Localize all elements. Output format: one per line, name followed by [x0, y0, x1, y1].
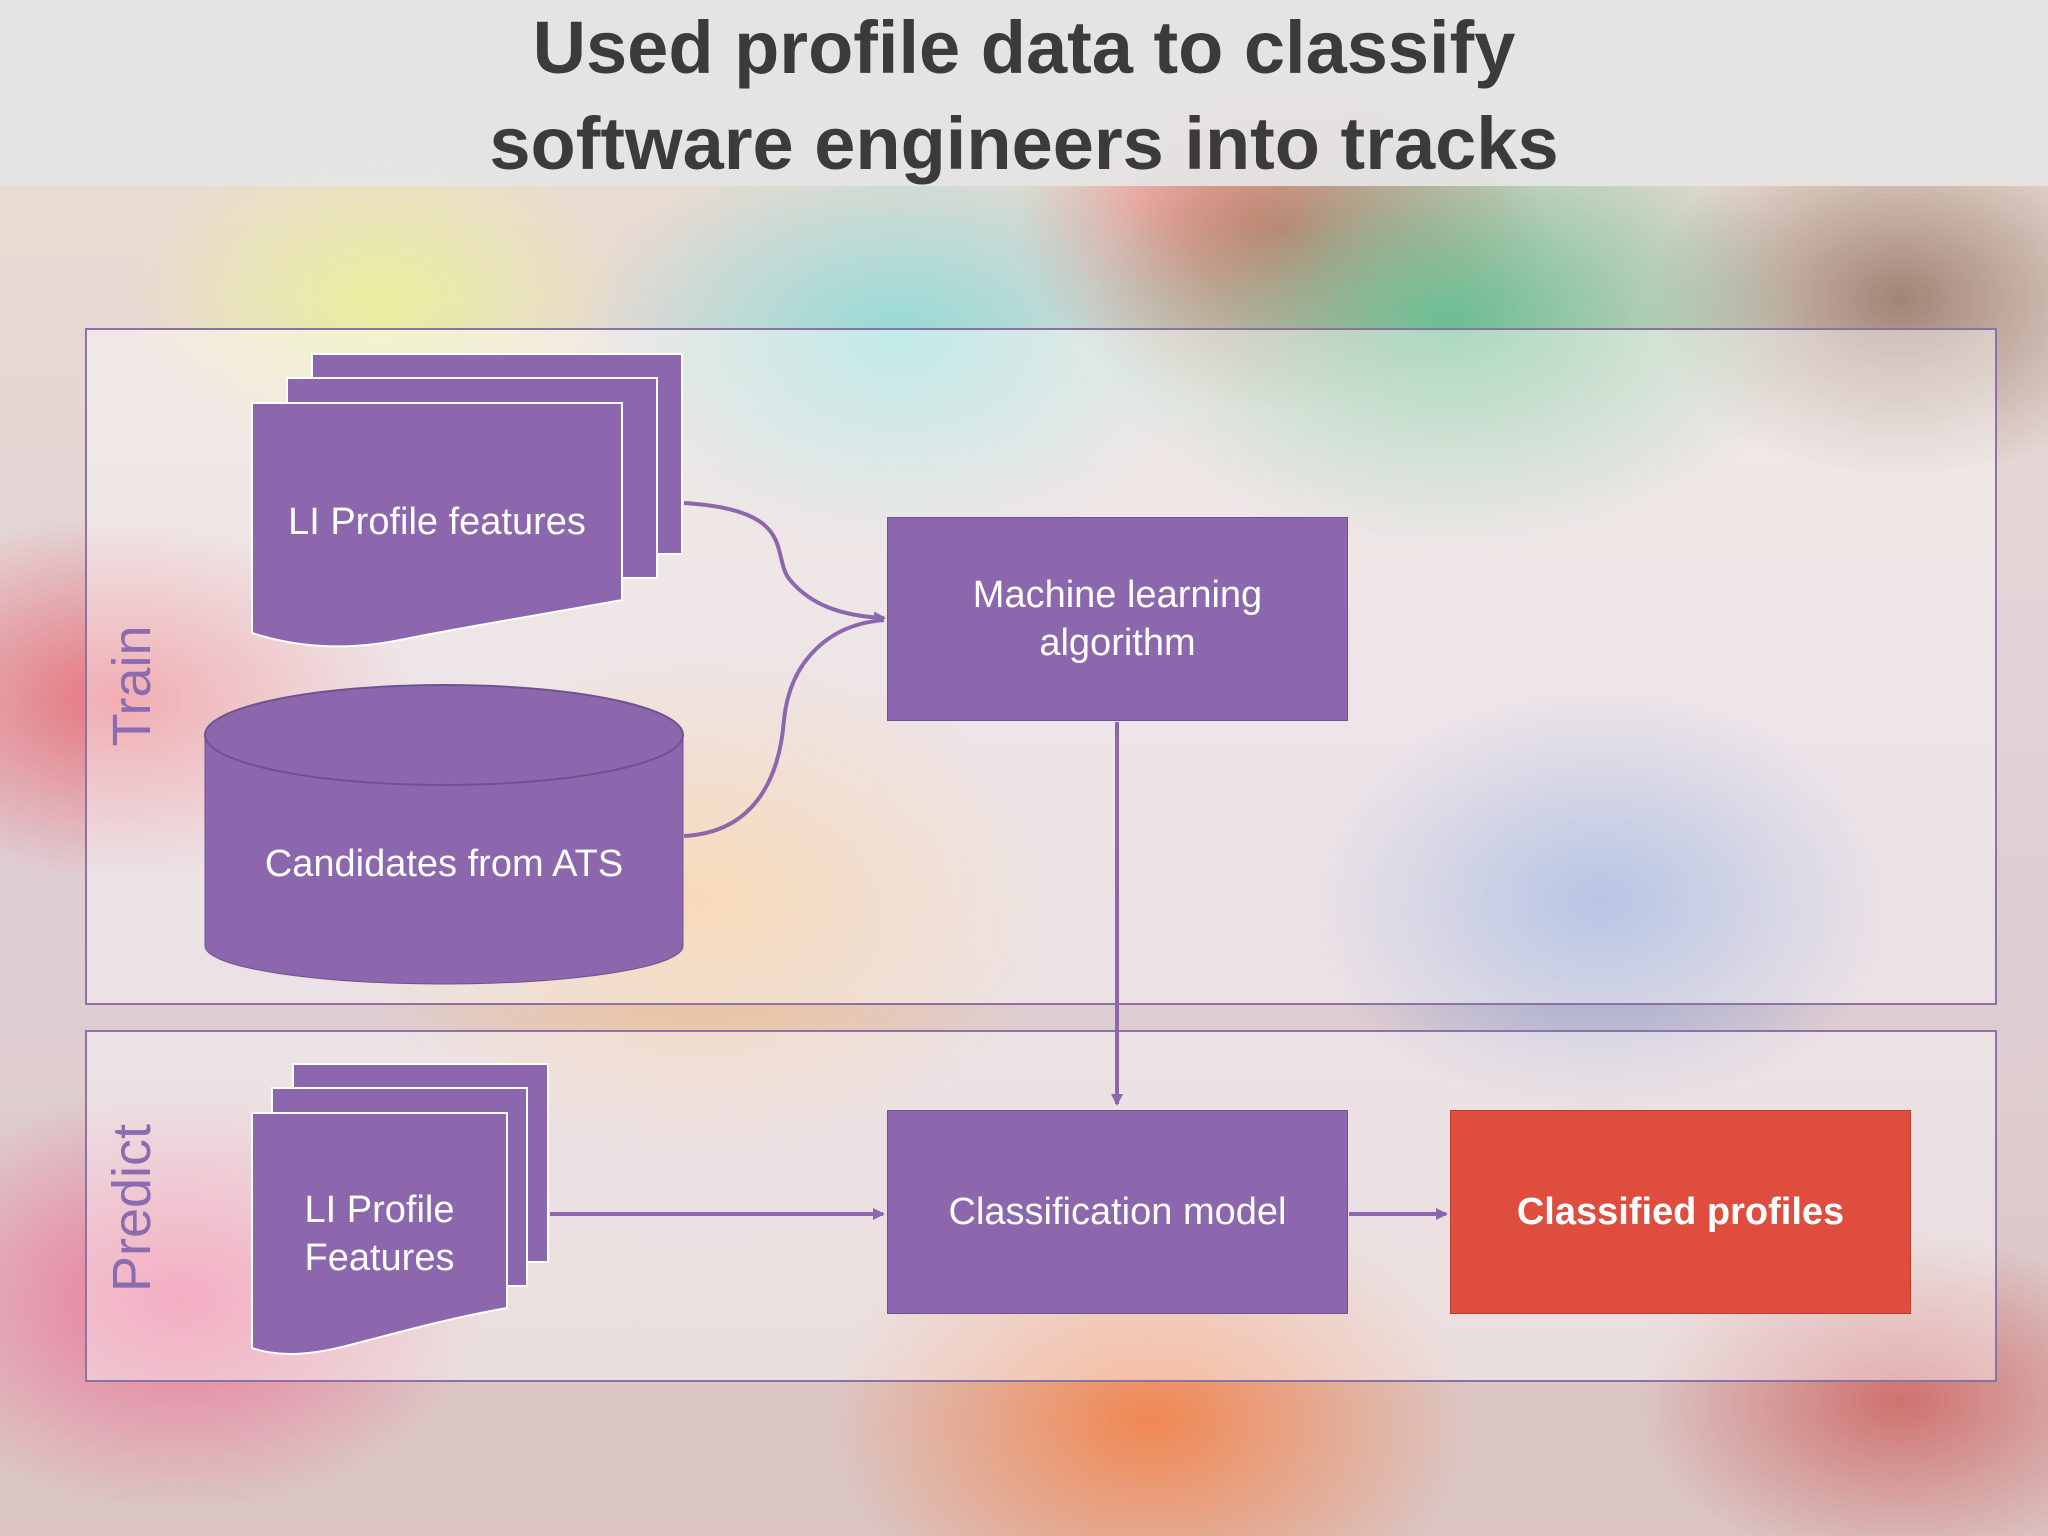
predict-features-label-line-1: LI Profile — [304, 1189, 455, 1231]
classified-profiles-label: Classified profiles — [1516, 1191, 1845, 1233]
ml-algorithm-label-line-2: algorithm — [1039, 622, 1196, 664]
slide-title-line-1: Used profile data to classify — [532, 6, 1516, 89]
predict-features-label: LI Profile Features — [252, 1186, 507, 1282]
classification-model-label: Classification model — [948, 1191, 1287, 1233]
candidates-to-ml-connector — [683, 618, 885, 838]
train-features-label: LI Profile features — [288, 501, 586, 543]
candidates-database-cylinder — [204, 684, 684, 985]
predict-features-document-stack — [251, 1063, 549, 1356]
title-band — [0, 0, 2048, 186]
ml-algorithm-box: Machine learning algorithm — [887, 517, 1348, 721]
predict-features-label-line-2: Features — [304, 1237, 455, 1279]
features-to-ml-connector — [683, 501, 886, 624]
classification-model-box: Classification model — [887, 1110, 1348, 1314]
slide-title-line-2: software engineers into tracks — [489, 102, 1559, 185]
slide-title: Used profile data to classify software e… — [0, 0, 2048, 186]
train-features-document-stack — [251, 353, 683, 648]
ml-algorithm-label-line-1: Machine learning — [972, 574, 1263, 616]
classified-profiles-box: Classified profiles — [1450, 1110, 1911, 1314]
candidates-label: Candidates from ATS — [264, 843, 624, 885]
